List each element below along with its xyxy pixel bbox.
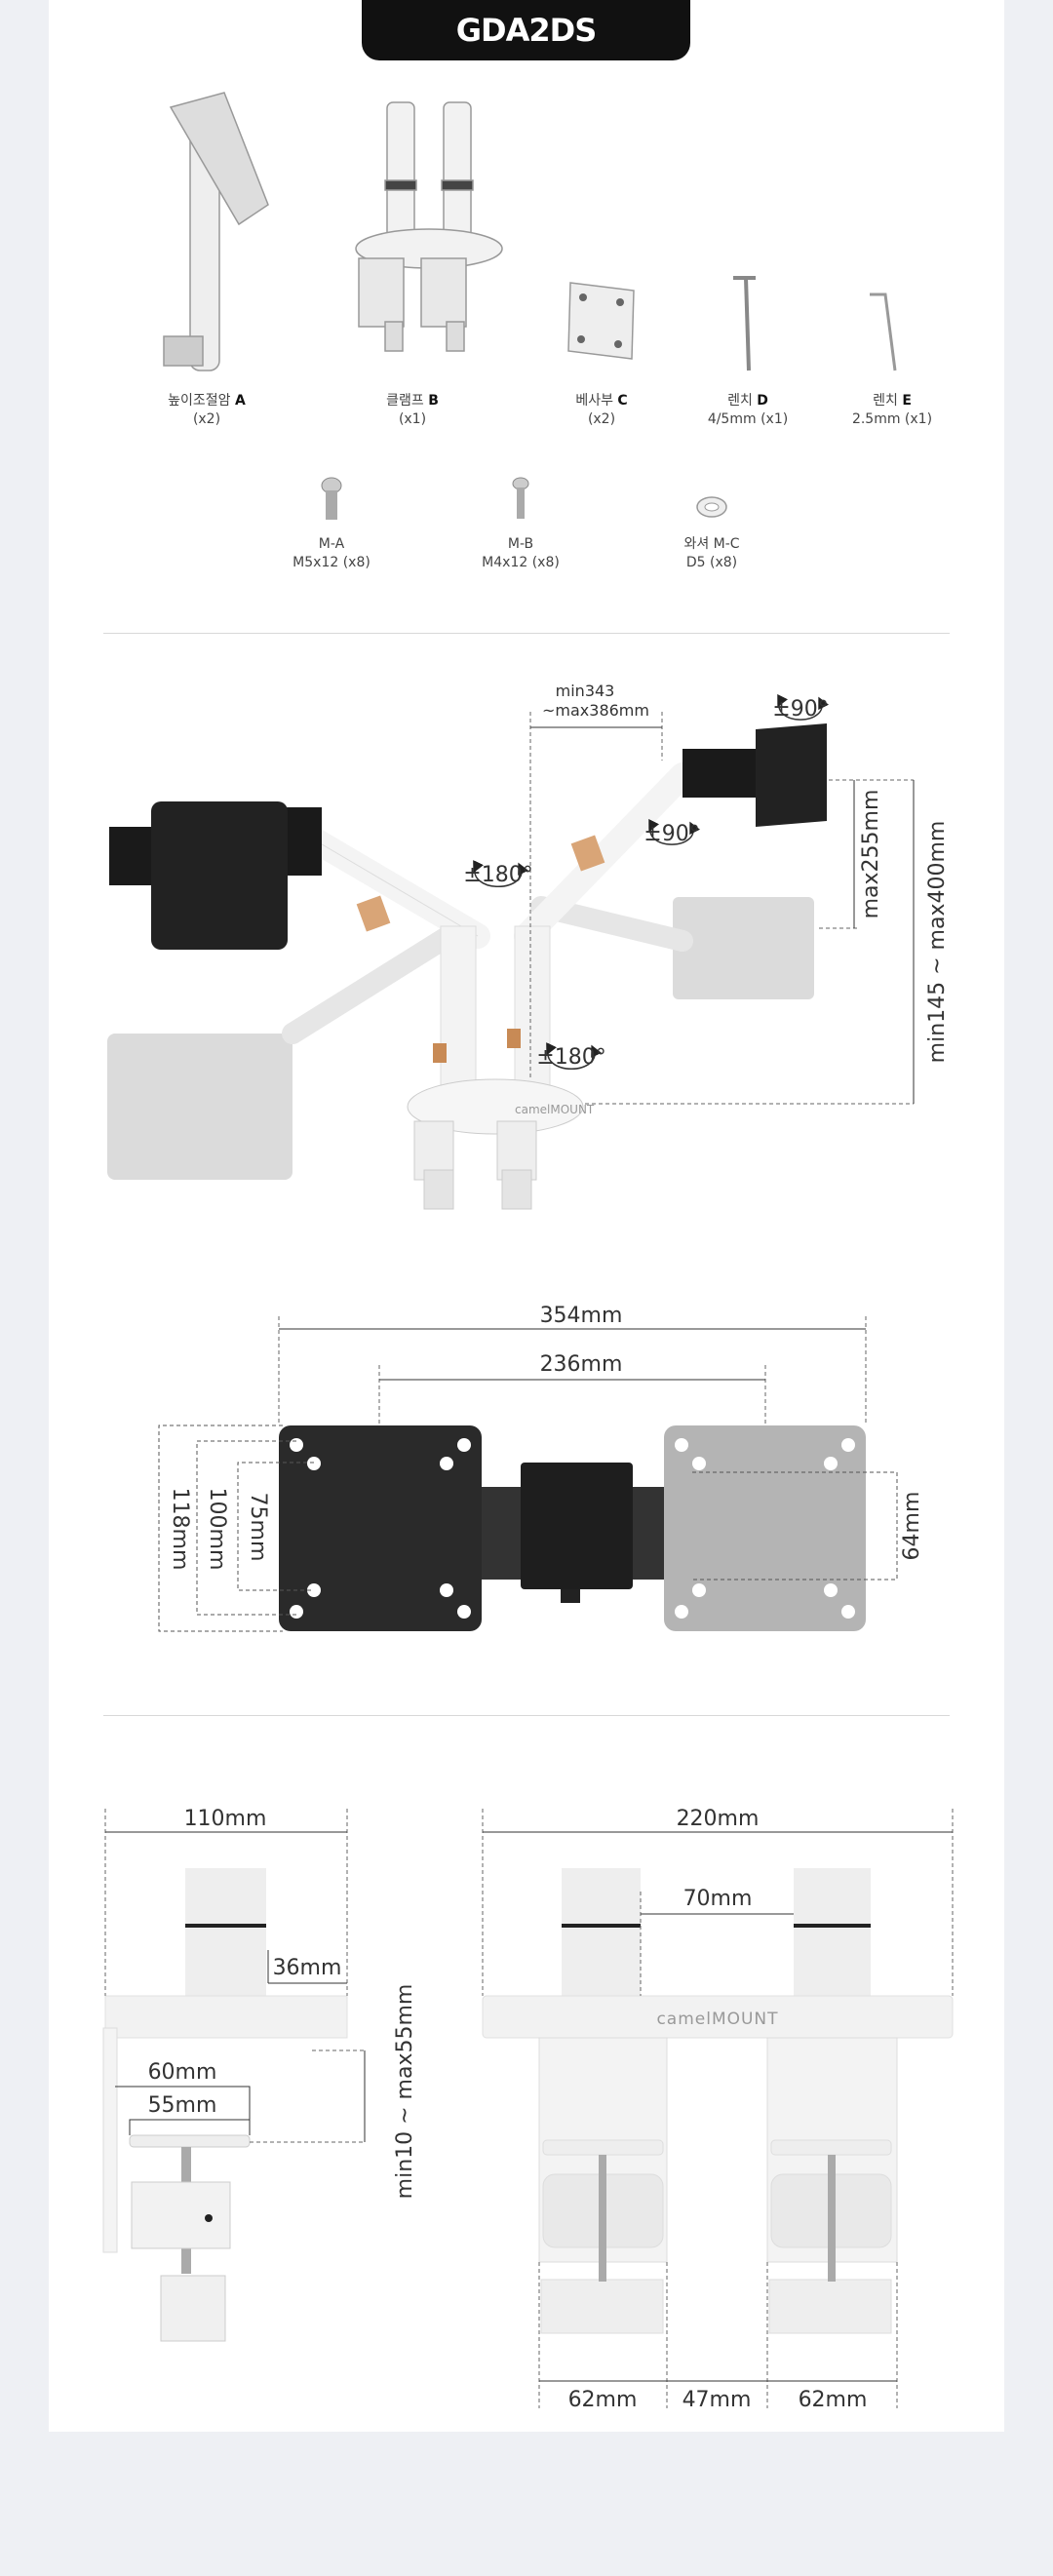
vesa-outer-width-label: 354mm bbox=[540, 1304, 623, 1328]
clamp-front-diagram: camelMOUNT 220mm 70mm 62mm 47mm 62mm bbox=[482, 1807, 954, 2412]
clamp-front-width-label: 220mm bbox=[677, 1807, 760, 1831]
vesa-75-label: 75mm bbox=[246, 1493, 270, 1562]
part-image-vesa bbox=[567, 282, 635, 360]
rotation-top-label: ±90° bbox=[772, 697, 828, 722]
vesa-inner-width-label: 236mm bbox=[540, 1352, 623, 1377]
vesa-118-label: 118mm bbox=[168, 1488, 192, 1571]
pole-gap-label: 70mm bbox=[683, 1887, 753, 1911]
rotation-base-icon bbox=[546, 1042, 602, 1071]
rotation-left-icon bbox=[473, 860, 528, 888]
part-image-clamp bbox=[355, 101, 503, 352]
monitor-bracket-left bbox=[109, 827, 156, 885]
section-divider bbox=[103, 1715, 950, 1716]
part-image-screw-mb bbox=[512, 477, 529, 519]
vesa-diagram: 354mm 236mm 118mm 100mm 75mm 64mm bbox=[158, 1304, 924, 1632]
rotation-top-icon bbox=[777, 693, 830, 721]
arm-diagram: camelMOUNT min343 ~max386mm ±90° ±90° ±1… bbox=[107, 682, 950, 1210]
vesa-plate-dark bbox=[279, 1425, 482, 1631]
vesa-plate-right bbox=[756, 723, 827, 827]
bracket-gap-label: 47mm bbox=[682, 2388, 752, 2412]
clamp-side-pole-label: 36mm bbox=[273, 1956, 342, 1980]
clamp-depth-60-label: 60mm bbox=[148, 2060, 217, 2085]
part-image-wrench-d bbox=[733, 276, 756, 371]
monitor-bracket-right bbox=[682, 749, 760, 798]
rotation-base-label: ±180° bbox=[536, 1045, 605, 1070]
rotation-mid-icon bbox=[648, 818, 701, 845]
ghost-plate-right bbox=[673, 897, 814, 999]
tilt-height-label: max255mm bbox=[859, 790, 883, 919]
part-image-wrench-e bbox=[870, 293, 897, 371]
arm-base-logo: camelMOUNT bbox=[515, 1103, 595, 1116]
vesa-plate-left bbox=[151, 801, 288, 950]
part-label-a: 높이조절암 A(x2) bbox=[168, 393, 246, 427]
part-image-washer bbox=[696, 496, 727, 518]
bracket2-width-label: 62mm bbox=[799, 2388, 868, 2412]
clamp-front-logo: camelMOUNT bbox=[656, 2010, 778, 2029]
vesa-64-label: 64mm bbox=[900, 1492, 924, 1561]
clamp-thickness-label: min10 ~ max55mm bbox=[393, 1984, 417, 2200]
part-image-height-arm bbox=[163, 92, 269, 371]
vesa-plate-ghost bbox=[664, 1425, 866, 1631]
ghost-plate-left bbox=[107, 1034, 292, 1180]
clamp-side-width-label: 110mm bbox=[184, 1807, 267, 1831]
part-label-c: 베사부 C(x2) bbox=[575, 393, 628, 427]
bracket1-width-label: 62mm bbox=[568, 2388, 638, 2412]
page-title: GDA2DS bbox=[362, 0, 690, 60]
vesa-100-label: 100mm bbox=[205, 1488, 229, 1571]
part-image-screw-ma bbox=[321, 477, 342, 520]
reach-label-min: min343 bbox=[556, 682, 615, 700]
clamp-depth-55-label: 55mm bbox=[148, 2093, 217, 2118]
rotation-left-label: ±180° bbox=[463, 863, 532, 887]
clamp-side-diagram: 110mm 36mm 60mm 55mm min10 ~ max55mm bbox=[102, 1807, 417, 2342]
rotation-mid-label: ±90° bbox=[644, 822, 699, 846]
total-height-label: min145 ~ max400mm bbox=[925, 821, 950, 1064]
reach-label-max: ~max386mm bbox=[542, 701, 649, 720]
part-label-b: 클램프 B(x1) bbox=[386, 393, 439, 427]
section-divider bbox=[103, 633, 950, 634]
